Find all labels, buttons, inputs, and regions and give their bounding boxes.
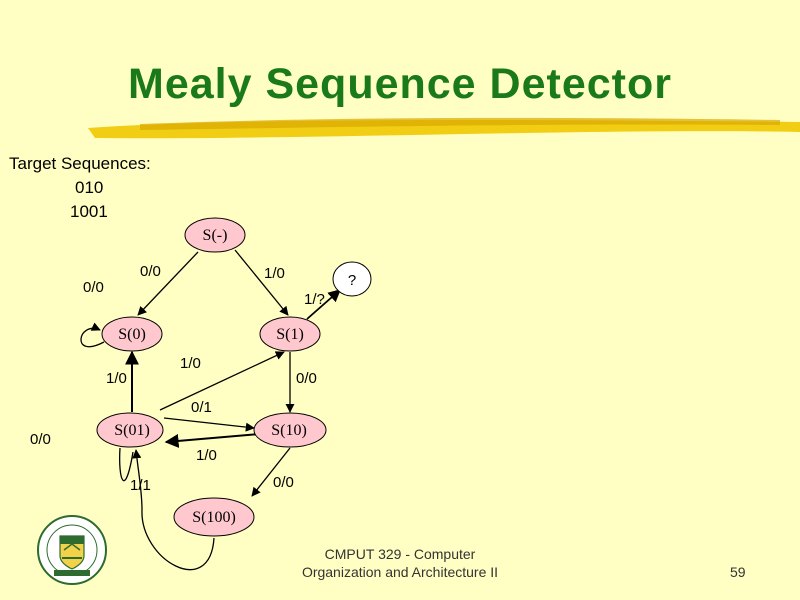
footer-line-1: CMPUT 329 - Computer <box>324 546 476 562</box>
state-unknown: ? <box>332 261 372 297</box>
state-s01-label: S(01) <box>114 422 150 439</box>
state-unknown-label: ? <box>348 272 356 289</box>
edge-100-to-01 <box>132 449 215 571</box>
state-s-dash: S(-) <box>184 217 246 253</box>
target-sequences-heading: Target Sequences: <box>9 154 151 173</box>
edge-01-to-10 <box>163 417 255 432</box>
edge-10-to-01 <box>164 433 261 448</box>
edge-10-to-100 <box>251 447 291 497</box>
label-10-to-01: 1/0 <box>196 447 217 464</box>
edge-01-loop-left <box>119 447 134 482</box>
edge-dash-to-1 <box>234 249 289 316</box>
label-0-self-loop: 0/0 <box>83 279 104 296</box>
edge-01-to-1 <box>159 351 285 411</box>
label-100-to-01: 1/1 <box>130 477 151 494</box>
state-s-dash-label: S(-) <box>203 227 228 244</box>
footer-line-2: Organization and Architecture II <box>301 564 499 580</box>
state-s0-label: S(0) <box>118 326 146 343</box>
target-sequence-1: 010 <box>75 178 104 197</box>
title-underline-brush <box>88 117 800 139</box>
label-01-to-10: 0/1 <box>191 399 212 416</box>
state-s100-label: S(100) <box>192 509 236 526</box>
label-01-to-0: 1/0 <box>106 370 127 387</box>
state-s10: S(10) <box>253 412 327 448</box>
label-dash-to-1: 1/0 <box>264 265 285 282</box>
edge-0-self-loop <box>80 322 105 348</box>
slide-title: Mealy Sequence Detector <box>128 60 672 108</box>
target-sequence-2: 1001 <box>70 202 108 221</box>
label-1-to-unknown: 1/? <box>304 291 325 308</box>
label-dash-to-0: 0/0 <box>140 263 161 280</box>
label-1-to-10: 0/0 <box>296 370 317 387</box>
state-s100: S(100) <box>173 497 255 537</box>
state-s0: S(0) <box>101 316 163 352</box>
university-crest-logo <box>37 515 107 585</box>
state-s1-label: S(1) <box>276 326 304 343</box>
footer-course: CMPUT 329 - Computer Organization and Ar… <box>250 545 550 581</box>
state-s01: S(01) <box>96 412 164 448</box>
label-10-to-100: 0/0 <box>273 474 294 491</box>
page-number: 59 <box>730 564 746 580</box>
state-s1: S(1) <box>259 316 321 352</box>
state-s10-label: S(10) <box>271 422 307 439</box>
edge-dash-to-0 <box>137 251 199 316</box>
label-01-to-1: 1/0 <box>180 355 201 372</box>
label-01-left: 0/0 <box>30 431 51 448</box>
edge-1-to-unknown <box>306 289 341 320</box>
target-sequences: Target Sequences: 010 1001 <box>9 152 151 224</box>
